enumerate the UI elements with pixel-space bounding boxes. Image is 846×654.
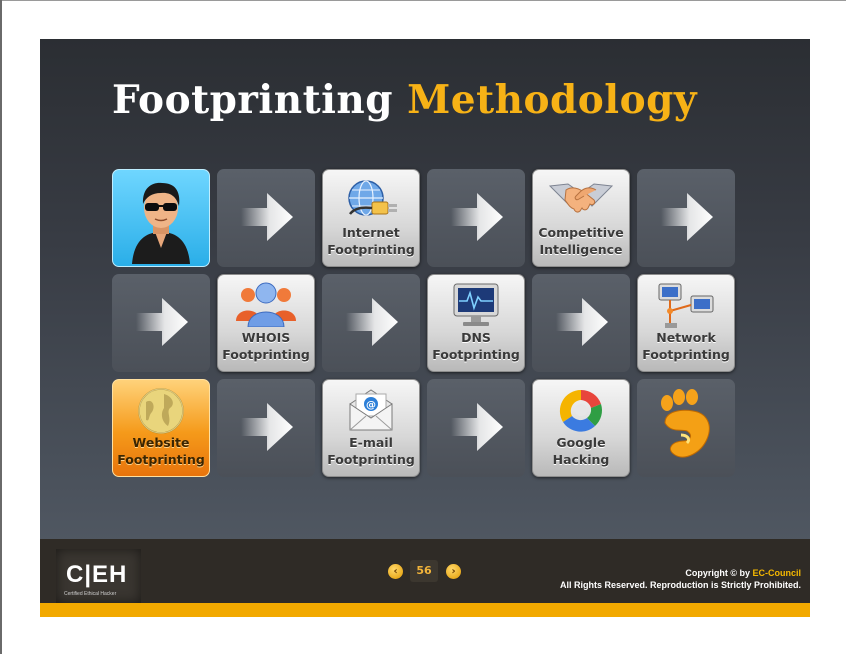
slide: Footprinting Methodology [40, 39, 810, 617]
window-top-border [0, 0, 846, 1]
google-icon [533, 386, 629, 440]
ceh-logo-text: C|EH [66, 561, 128, 588]
window-left-border [0, 0, 2, 654]
ceh-logo-subtitle: Certified Ethical Hacker [64, 591, 117, 597]
title-part-2: Methodology [407, 77, 698, 123]
title-part-1: Footprinting [112, 77, 394, 123]
arrow-right-icon [241, 193, 293, 241]
arrow-right-icon [136, 298, 188, 346]
arrow-right-icon [451, 193, 503, 241]
flow-arrow [532, 274, 630, 372]
tile-start-hacker[interactable] [112, 169, 210, 267]
flow-arrow [217, 169, 315, 267]
arrow-right-icon [241, 403, 293, 451]
ec-council-brand: EC-Council [752, 568, 802, 578]
copyright-notice: Copyright © by EC-Council All Rights Res… [560, 567, 801, 591]
flow-arrow [427, 379, 525, 477]
network-computers-icon [638, 281, 734, 335]
copyright-text: Copyright © by [685, 568, 750, 578]
page-number: 56 [410, 560, 438, 582]
chevron-right-icon: › [451, 566, 456, 577]
envelope-icon: @ [323, 386, 419, 438]
footer-accent-bar [40, 603, 810, 617]
flow-arrow [217, 379, 315, 477]
next-page-button[interactable]: › [446, 564, 461, 579]
people-icon [218, 281, 314, 331]
flow-arrow [322, 274, 420, 372]
slide-footer: C|EH Certified Ethical Hacker ‹ 56 › Cop… [40, 539, 810, 603]
tile-foot-logo [637, 379, 735, 477]
flow-arrow [427, 169, 525, 267]
foot-icon [637, 389, 735, 473]
globe-icon [113, 386, 209, 440]
chevron-left-icon: ‹ [393, 566, 398, 577]
svg-text:@: @ [366, 400, 376, 411]
previous-page-button[interactable]: ‹ [388, 564, 403, 579]
hacker-avatar-icon [113, 174, 209, 268]
arrow-right-icon [451, 403, 503, 451]
monitor-icon [428, 281, 524, 333]
arrow-right-icon [556, 298, 608, 346]
handshake-icon [533, 176, 629, 224]
arrow-right-icon [346, 298, 398, 346]
globe-plug-icon [323, 176, 419, 226]
arrow-right-icon [661, 193, 713, 241]
page-title: Footprinting Methodology [112, 77, 697, 123]
rights-text: All Rights Reserved. Reproduction is Str… [559, 580, 801, 590]
flow-arrow [112, 274, 210, 372]
ceh-logo: C|EH Certified Ethical Hacker [56, 549, 141, 603]
flow-arrow [637, 169, 735, 267]
